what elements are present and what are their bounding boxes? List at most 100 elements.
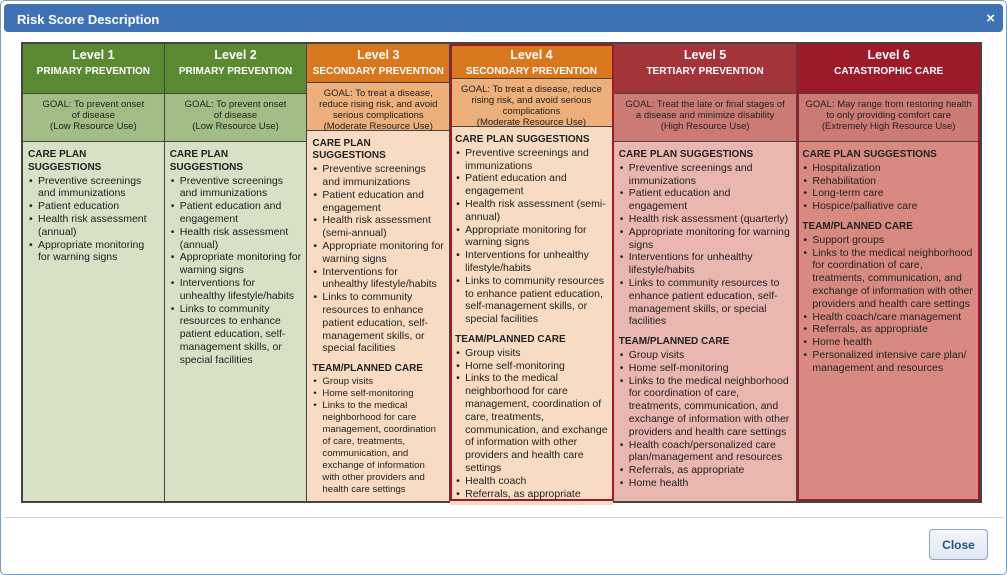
list-item: Interventions for unhealthy lifestyle/ha… [170, 277, 302, 303]
section-title: TEAM/PLANNED CARE [802, 220, 913, 232]
list-item: Long-term care [802, 187, 975, 200]
level-column: Level 3 SECONDARY PREVENTION GOAL: To tr… [307, 44, 451, 501]
suggestion-list: Preventive screenings and immunizationsP… [619, 162, 792, 328]
list-item: Home self-monitoring [312, 388, 444, 400]
list-item: Links to the medical neighborhood for co… [619, 375, 792, 439]
list-item: Patient education and engagement [619, 187, 792, 213]
risk-level-table: Level 1 PRIMARY PREVENTION GOAL: To prev… [21, 42, 982, 506]
list-item: Home self-monitoring [455, 360, 608, 373]
level-body: CARE PLAN SUGGESTIONS Preventive screenin… [450, 127, 613, 506]
level-header: Level 6 CATASTROPHIC CARE [797, 44, 980, 94]
list-item: Patient education and engagement [455, 172, 608, 198]
goal-line: GOAL: To treat a disease, reduce [461, 84, 602, 95]
list-item: Preventive screenings and immunizations [455, 147, 608, 173]
list-item: Appropriate monitoring for warning signs [312, 240, 444, 266]
list-item: Patient education [28, 200, 159, 213]
section-title: CARE PLAN SUGGESTIONS [455, 134, 590, 145]
level-body: CARE PLAN SUGGESTIONSPreventive screenin… [23, 142, 164, 501]
suggestion-list: Preventive screenings and immunizationsP… [455, 147, 608, 326]
level-header: Level 2 PRIMARY PREVENTION [164, 44, 307, 94]
goal-line: (Extremely High Resource Use) [821, 121, 956, 132]
list-item: Patient education and engagement [170, 200, 302, 226]
goal-line: complications [502, 106, 561, 117]
list-item: Health risk assessment (semi-annual) [312, 214, 444, 240]
goal-line: GOAL: May range from restoring health [805, 99, 972, 110]
list-item: Appropriate monitoring for warning signs [619, 226, 792, 252]
goal-line: GOAL: To prevent onset [184, 99, 287, 110]
goal-line: GOAL: To prevent onset [42, 99, 145, 110]
suggestion-list: Preventive screenings and immunizationsP… [170, 175, 302, 367]
level-column: Level 6 CATASTROPHIC CARE GOAL: May rang… [797, 44, 980, 501]
level-name: PRIMARY PREVENTION [36, 66, 151, 77]
level-name: TERTIARY PREVENTION [646, 66, 764, 77]
list-item: Health risk assessment (annual) [28, 213, 159, 239]
level-number: Level 1 [72, 48, 115, 62]
suggestion-list: Support groupsLinks to the medical neigh… [802, 234, 975, 375]
level-column: Level 1 PRIMARY PREVENTION GOAL: To prev… [23, 44, 165, 501]
level-body: CARE PLAN SUGGESTIONS Preventive screenin… [613, 142, 797, 501]
list-item: Group visits [312, 376, 444, 388]
level-name: SECONDARY PREVENTION [312, 66, 444, 77]
close-icon[interactable]: × [986, 10, 995, 27]
section-title: TEAM/PLANNED CARE [618, 336, 730, 348]
level-body: CARE PLAN SUGGESTIONSPreventive screenin… [307, 130, 450, 501]
goal-line: to only providing comfort care [826, 110, 951, 121]
level-body: CARE PLAN SUGGESTIONSPreventive screenin… [164, 142, 307, 501]
section-title: TEAM/PLANNED CARE [312, 363, 423, 375]
list-item: Preventive screenings and immunizations [312, 163, 444, 189]
level-header: Level 5 TERTIARY PREVENTION [613, 44, 797, 94]
list-item: Home self-monitoring [619, 362, 792, 375]
goal-line: (Moderate Resource Use) [476, 117, 587, 128]
level-header: Level 3 SECONDARY PREVENTION [307, 44, 450, 83]
list-item: Links to community resources to enhance … [170, 303, 302, 367]
level-number: Level 2 [214, 48, 257, 62]
list-item: Appropriate monitoring for warning signs [28, 239, 159, 265]
goal-line: a disease and minimize disability [635, 110, 775, 121]
level-goal: GOAL: To treat a disease,reduce rising r… [307, 82, 450, 132]
suggestion-list: Group visitsHome self-monitoringLinks to… [312, 376, 444, 496]
level-header: Level 4 SECONDARY PREVENTION [450, 44, 613, 79]
level-header: Level 1 PRIMARY PREVENTION [23, 44, 164, 94]
goal-line: of disease [71, 110, 115, 121]
section-title: CARE PLAN SUGGESTIONS [28, 149, 102, 173]
list-item: Links to the medical neighborhood for ca… [312, 400, 444, 496]
section-title: TEAM/PLANNED CARE [455, 333, 566, 345]
list-item: Health coach/care management [802, 311, 975, 324]
list-item: Links to community resources to enhance … [619, 277, 792, 328]
list-item: Interventions for unhealthy lifestyle/ha… [455, 249, 608, 275]
list-item: Appropriate monitoring for warning signs [170, 251, 302, 277]
close-button[interactable]: Close [929, 529, 988, 560]
goal-line: serious complications [332, 109, 424, 121]
list-item: Group visits [455, 347, 608, 360]
footer-divider [4, 517, 1003, 518]
list-item: Appropriate monitoring for warning signs [455, 224, 608, 250]
goal-line: GOAL: Treat the late or final stages of [625, 99, 785, 110]
level-body: CARE PLAN SUGGESTIONSHospitalizationReha… [797, 142, 980, 501]
suggestion-list: Preventive screenings and immunizationsP… [28, 175, 159, 265]
level-number: Level 6 [867, 48, 910, 62]
goal-line: (High Resource Use) [660, 121, 750, 132]
level-number: Level 3 [357, 48, 400, 62]
goal-line: rising risk, and avoid serious [471, 95, 592, 106]
level-column: Level 4 SECONDARY PREVENTION GOAL: To tr… [450, 44, 614, 506]
list-item: Preventive screenings and immunizations [28, 175, 159, 201]
level-name: PRIMARY PREVENTION [178, 66, 293, 77]
list-item: Support groups [802, 234, 975, 247]
list-item: Interventions for unhealthy lifestyle/ha… [312, 266, 444, 292]
list-item: Patient education and engagement [312, 189, 444, 215]
section-title: CARE PLAN SUGGESTIONS [169, 149, 244, 173]
list-item: Links to the medical neighborhood for co… [802, 247, 975, 311]
list-item: Preventive screenings and immunizations [170, 175, 302, 201]
list-item: Hospitalization [802, 162, 975, 175]
section-title: CARE PLAN SUGGESTIONS [618, 149, 754, 160]
level-name: SECONDARY PREVENTION [465, 66, 597, 77]
list-item: Home health [802, 336, 975, 349]
goal-line: reduce rising risk, and avoid [319, 98, 438, 110]
section-title: CARE PLAN SUGGESTIONS [312, 137, 386, 162]
goal-line: (Low Resource Use) [192, 121, 279, 132]
level-number: Level 4 [510, 48, 553, 62]
